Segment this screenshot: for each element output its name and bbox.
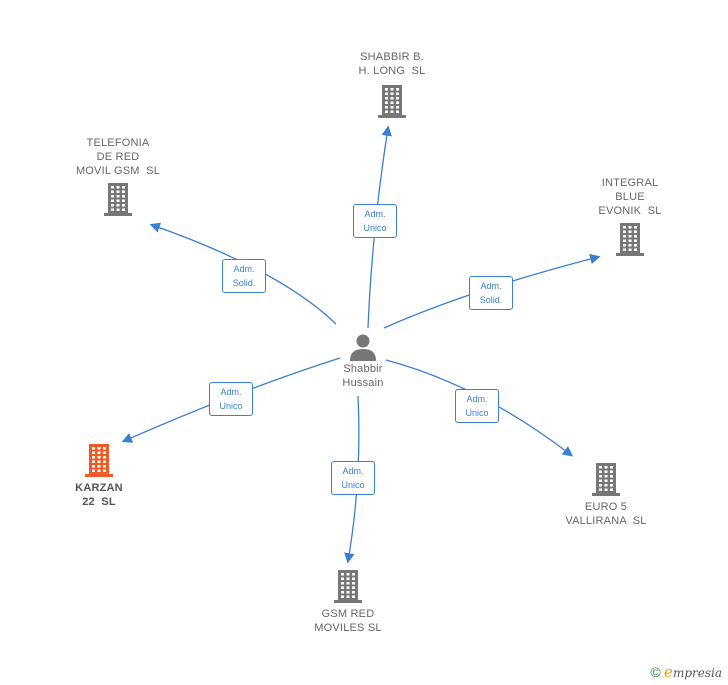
brand-logo-text: mpresia <box>672 666 722 680</box>
company-node-integral-blue-evonik[interactable]: INTEGRAL BLUE EVONIK SL <box>580 176 680 256</box>
company-name-line-3: EVONIK SL <box>598 205 662 217</box>
person-name-line-1: Shabbir <box>343 363 383 375</box>
company-node-karzan-22[interactable]: KARZAN 22 SL <box>58 443 140 509</box>
building-icon <box>378 85 406 118</box>
role-label-shabbir-b-h-long: Adm. Unico <box>353 204 397 238</box>
role-label-line-2: Solid. <box>232 278 256 288</box>
empresia-watermark: © empresia <box>650 663 722 681</box>
company-name-line-2: H. LONG SL <box>358 65 426 77</box>
company-name-line-1: TELEFONIA <box>86 137 150 149</box>
role-label-telefonia-de-red: Adm. Solid. <box>222 259 266 293</box>
building-icon <box>592 463 620 496</box>
company-name-line-2: 22 SL <box>82 496 116 508</box>
role-label-integral-blue-evonik: Adm. Solid. <box>469 276 513 310</box>
company-name-line-1: SHABBIR B. <box>360 51 424 63</box>
role-label-euro-5-vallirana: Adm. Unico <box>455 389 499 423</box>
role-label-line-2: Unico <box>219 401 243 411</box>
person-icon <box>350 334 376 361</box>
center-person-node[interactable]: Shabbir Hussain <box>318 332 408 390</box>
company-name-line-1: EURO 5 <box>584 501 628 513</box>
role-label-line-2: Solid. <box>479 295 503 305</box>
building-icon <box>334 570 362 603</box>
company-name-line-2: DE RED <box>96 151 140 163</box>
role-label-line-1: Adm. <box>480 281 502 291</box>
building-icon <box>85 444 113 477</box>
person-name-line-2: Hussain <box>342 377 384 389</box>
role-label-karzan-22: Adm. Unico <box>209 382 253 416</box>
brand-logo-e: e <box>664 663 673 681</box>
company-node-euro-5-vallirana[interactable]: EURO 5 VALLIRANA SL <box>556 462 656 528</box>
company-node-shabbir-b-h-long[interactable]: SHABBIR B. H. LONG SL <box>340 50 444 118</box>
company-node-telefonia-de-red[interactable]: TELEFONIA DE RED MOVIL GSM SL <box>62 136 174 216</box>
role-label-line-1: Adm. <box>466 394 488 404</box>
role-label-line-1: Adm. <box>364 209 386 219</box>
role-label-line-2: Unico <box>341 480 365 490</box>
company-name-line-2: MOVILES SL <box>314 622 382 634</box>
role-label-line-2: Unico <box>465 408 489 418</box>
building-icon <box>104 183 132 216</box>
company-name-line-1: GSM RED <box>321 608 375 620</box>
company-name-line-2: VALLIRANA SL <box>565 515 647 527</box>
role-label-line-2: Unico <box>363 223 387 233</box>
building-icon <box>616 223 644 256</box>
company-node-gsm-red-moviles[interactable]: GSM RED MOVILES SL <box>298 569 398 635</box>
company-name-line-3: MOVIL GSM SL <box>75 165 161 177</box>
company-name-line-1: KARZAN <box>75 482 123 494</box>
company-name-line-2: BLUE <box>615 191 645 203</box>
role-label-gsm-red-moviles: Adm. Unico <box>331 461 375 495</box>
role-label-line-1: Adm. <box>220 387 242 397</box>
role-label-line-1: Adm. <box>233 264 255 274</box>
role-label-line-1: Adm. <box>342 466 364 476</box>
company-name-line-1: INTEGRAL <box>601 177 659 189</box>
copyright-icon: © <box>650 664 661 680</box>
